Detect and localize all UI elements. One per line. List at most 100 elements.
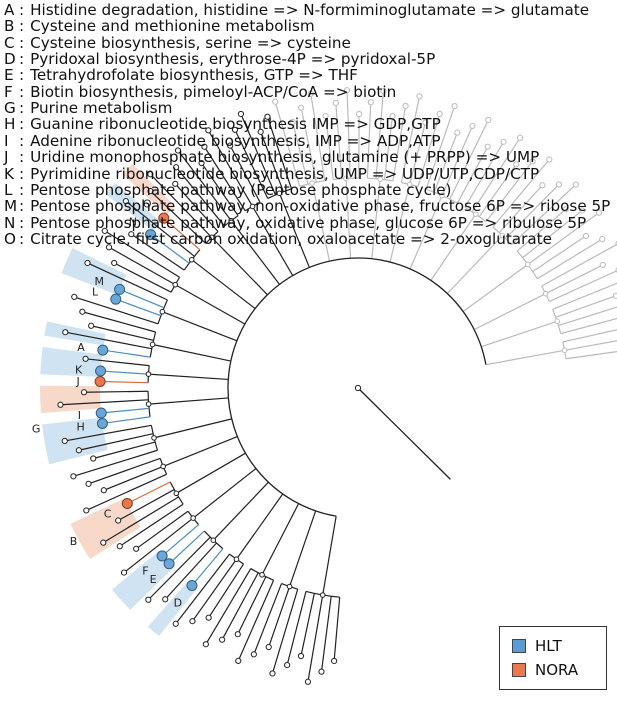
clade-band-8 [111, 551, 174, 610]
leaf-branch [400, 96, 421, 183]
internal-branch [191, 259, 256, 310]
pathway-letter: O [4, 229, 16, 248]
leaf-branch [564, 340, 617, 351]
pathway-separator: : [19, 33, 25, 52]
internal-node [228, 217, 234, 224]
leaf-branch [560, 317, 617, 335]
leaf-node [95, 407, 107, 419]
internal-node [159, 308, 166, 315]
pathway-separator: : [19, 197, 25, 216]
leaf-branch [100, 370, 149, 375]
internal-node [190, 515, 196, 521]
leaf-node [80, 389, 88, 396]
leaf-node [269, 670, 276, 677]
leaf-branch [555, 295, 617, 318]
leaf-node [201, 143, 208, 150]
internal-node [149, 341, 156, 348]
leaf-branch [108, 246, 176, 286]
pathway-text: Pyrimidine ribonucleotide biosynthesis, … [30, 164, 540, 183]
leaf-label: L [92, 286, 99, 299]
pathway-letter: B [4, 17, 15, 36]
leaf-branch [478, 163, 517, 217]
internal-branch [252, 206, 294, 276]
pathway-letter: N [4, 213, 16, 232]
internal-branch [430, 213, 477, 281]
leaf-branch [485, 161, 534, 223]
leaf-branch [100, 380, 149, 384]
leaf-node [128, 231, 135, 238]
leaf-branch [161, 524, 199, 557]
internal-node [286, 583, 293, 590]
leaf-node [57, 401, 64, 408]
leaf-node [284, 661, 291, 669]
leaf-branch [147, 536, 211, 601]
pathway-separator: : [19, 164, 25, 183]
pathway-item-k: K : Pyrimidine ribonucleotide biosynthes… [4, 165, 539, 184]
pathway-separator: : [19, 82, 25, 101]
leaf-branch [88, 457, 161, 485]
leaf-branch [85, 358, 150, 367]
leaf-branch [237, 576, 267, 635]
leaf-node [115, 517, 122, 524]
internal-node [160, 463, 166, 470]
leaf-branch [113, 262, 172, 293]
internal-branch [473, 293, 546, 331]
leaf-node [298, 104, 305, 111]
leaf-branch [102, 496, 179, 544]
leaf-branch [125, 200, 195, 257]
leaf-node [318, 668, 325, 675]
pathway-letter: G [4, 99, 16, 118]
pathway-letter: F [4, 82, 13, 101]
leaf-node [595, 209, 603, 216]
leaf-branch [150, 190, 207, 244]
pathway-item-l: L : Pentose phosphate pathway (Pentose p… [4, 181, 451, 200]
root-branch [357, 387, 451, 480]
internal-branch [278, 193, 310, 268]
internal-branch [174, 284, 246, 325]
leaf-node [147, 188, 154, 195]
internal-node [249, 203, 256, 210]
internal-branch [148, 397, 229, 405]
internal-branch [192, 468, 257, 519]
leaf-node [355, 110, 363, 118]
leaf-branch [505, 184, 560, 239]
leaf-branch [565, 350, 617, 360]
leaf-label: C [104, 507, 112, 520]
pathway-separator: : [19, 148, 25, 167]
internal-node [377, 176, 383, 182]
leaf-branch [286, 591, 307, 666]
leaf-branch [130, 233, 185, 271]
leaf-branch [268, 586, 291, 648]
leaf-node [235, 657, 242, 664]
leaf-node [555, 181, 562, 188]
leaf-node [322, 112, 329, 120]
leaf-branch [392, 105, 407, 182]
clade-band-2 [61, 248, 127, 295]
internal-branch [261, 503, 300, 576]
leaf-branch [325, 115, 334, 180]
leaf-branch [221, 572, 259, 640]
leaf-branch [366, 102, 372, 179]
leaf-node [484, 143, 491, 150]
leaf-node [62, 329, 69, 336]
leaf-node [95, 365, 107, 377]
leaf-label: N [129, 215, 137, 228]
pathway-separator: : [19, 66, 25, 85]
pathway-letter: K [4, 164, 14, 183]
internal-node [561, 347, 568, 354]
leaf-node [436, 110, 443, 117]
leaf-branch [208, 563, 245, 619]
clade-label-b: B [70, 535, 78, 548]
leaf-branch [73, 449, 158, 477]
leaf-node [219, 636, 226, 643]
leaf-node [572, 181, 579, 188]
leaf-node [231, 126, 239, 133]
pathway-item-g: G : Purine metabolism [4, 99, 172, 118]
leaf-node [422, 119, 429, 126]
internal-branch [462, 263, 529, 313]
leaf-node [97, 344, 109, 356]
leaf-node [83, 507, 90, 514]
nora-swatch [512, 663, 526, 677]
leaf-branch [119, 503, 184, 547]
internal-branch [311, 182, 331, 262]
